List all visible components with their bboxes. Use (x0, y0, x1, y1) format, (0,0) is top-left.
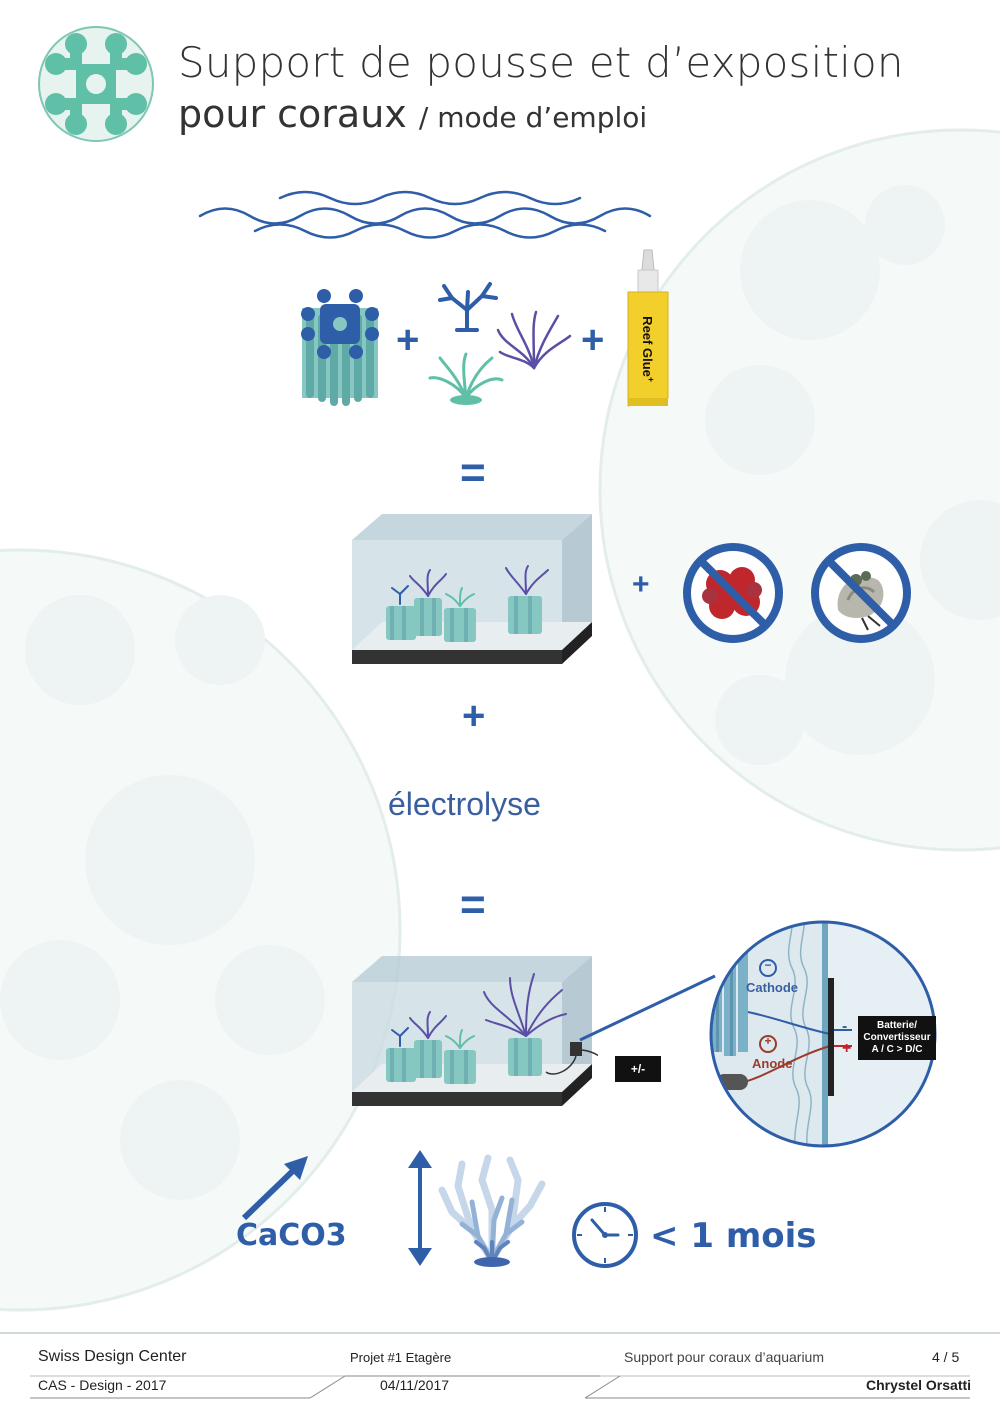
electrolysis-detail-icon (709, 920, 937, 1148)
support-block-icon (301, 289, 379, 406)
reef-glue-tube: Reef Glue+ (622, 248, 674, 408)
plus-sign: + (396, 318, 420, 362)
footer-subject: Support pour coraux d’aquarium (624, 1349, 825, 1365)
device-line-3: A / C > D/C (871, 1044, 923, 1055)
equals-sign: = (460, 448, 486, 497)
aquarium-tank-grown-icon (352, 956, 598, 1106)
device-line-2: Convertisseur (863, 1032, 931, 1043)
plus-sign: + (462, 694, 486, 738)
anode-label: Anode (752, 1056, 793, 1071)
cathode-label: Cathode (746, 980, 798, 995)
footer-divider-lines (0, 1332, 1000, 1399)
vertical-double-arrow-icon (408, 1150, 432, 1266)
subtitle-main: pour coraux (178, 92, 407, 136)
footer-course: CAS - Design - 2017 (38, 1377, 167, 1393)
battery-converter-box: Batterie/ Convertisseur A / C > D/C (858, 1016, 936, 1060)
footer-author: Chrystel Orsatti (866, 1377, 972, 1393)
page-title: Support de pousse et d’exposition (178, 38, 904, 87)
caco3-label: CaCO3 (236, 1218, 347, 1253)
footer-page-number: 4 / 5 (932, 1349, 960, 1365)
plus-sign: + (581, 318, 605, 362)
aquarium-tank-icon (352, 514, 592, 664)
glue-label-mark: + (646, 376, 657, 383)
branching-coral-icon (438, 1154, 546, 1267)
device-line-1: Batterie/ (876, 1020, 917, 1031)
coral-support-logo-icon (38, 26, 154, 142)
no-hermit-crab-icon (811, 543, 911, 643)
glue-tube-icon (627, 249, 669, 407)
power-device-box: +/- (615, 1056, 661, 1082)
coral-branch-icon (438, 282, 498, 332)
soft-coral-icon (496, 310, 572, 370)
page-subtitle: pour coraux / mode d’emploi (178, 92, 647, 136)
plus-sign: + (632, 568, 650, 601)
subtitle-suffix: / mode d’emploi (418, 101, 648, 134)
detail-connector-lines (579, 974, 716, 1042)
anode-sign: + (764, 1034, 772, 1048)
page-footer: Swiss Design Center CAS - Design - 2017 … (0, 1332, 1000, 1415)
clock-icon (572, 1202, 638, 1268)
glue-label: Reef Glue+ (624, 308, 672, 390)
anemone-icon (428, 352, 504, 405)
footer-project: Projet #1 Etagère (350, 1350, 452, 1365)
equals-sign: = (460, 880, 486, 929)
growth-arrow-icon (241, 1156, 308, 1221)
corals-in-tank (386, 565, 549, 642)
water-waves-icon (198, 190, 652, 239)
footer-date: 04/11/2017 (380, 1377, 450, 1393)
wire-plus-sign: + (842, 1040, 852, 1057)
wire-minus-sign: - (842, 1018, 848, 1035)
glue-label-text: Reef Glue (639, 316, 655, 377)
footer-org: Swiss Design Center (38, 1348, 187, 1365)
electrolysis-label: électrolyse (388, 786, 541, 822)
no-starfish-icon (683, 543, 783, 643)
cathode-sign: − (764, 958, 772, 972)
duration-label: < 1 mois (650, 1216, 817, 1256)
